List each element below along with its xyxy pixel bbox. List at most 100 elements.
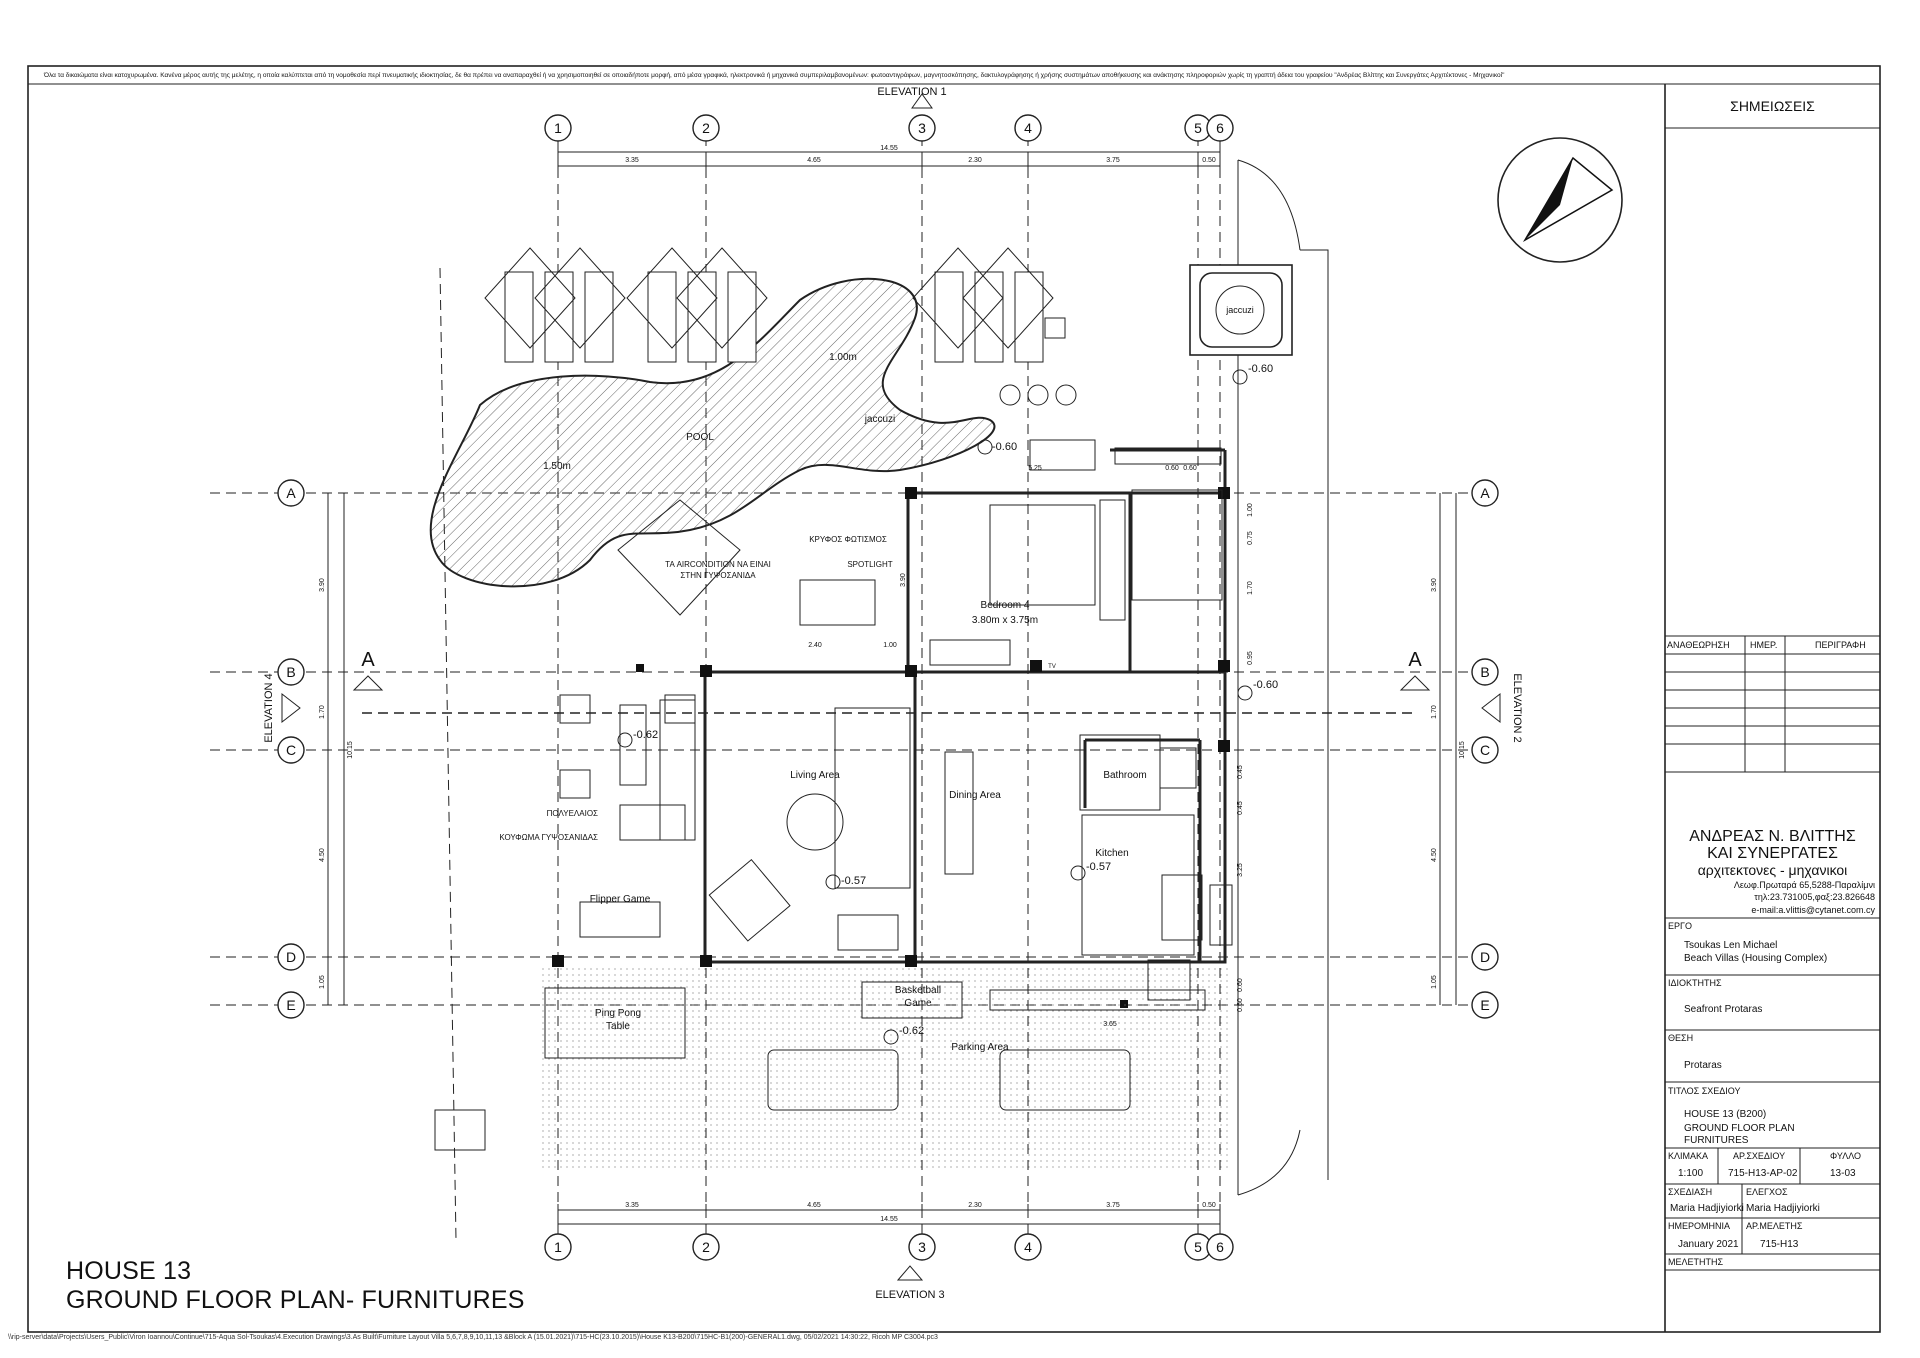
svg-text:3.90: 3.90	[1431, 578, 1438, 592]
svg-text:3.90: 3.90	[319, 578, 326, 592]
svg-text:1.05: 1.05	[319, 975, 326, 989]
svg-text:2.30: 2.30	[968, 157, 982, 164]
svg-text:3.35: 3.35	[625, 157, 639, 164]
ping-pong-label: Ping Pong	[595, 1008, 641, 1019]
grid-label: 5	[1194, 1239, 1202, 1255]
grid-label: C	[286, 742, 296, 758]
project-value: Tsoukas Len Michael	[1684, 940, 1778, 951]
svg-text:-0.62: -0.62	[633, 729, 658, 741]
drawn-by-label: ΣΧΕΔΙΑΣΗ	[1668, 1187, 1713, 1197]
grid-label: B	[286, 664, 295, 680]
sheet-frame	[27, 65, 1881, 1333]
sun-loungers	[484, 247, 1066, 616]
location-label: ΘΕΣΗ	[1668, 1033, 1694, 1043]
svg-text:2.30: 2.30	[968, 1202, 982, 1209]
dim-text-right: 3.90 1.70 4.50 1.05 10.15	[1431, 578, 1466, 989]
revision-col: ΗΜΕΡ.	[1750, 640, 1778, 650]
firm-phone: τηλ:23.731005,φαξ:23.826648	[1754, 892, 1875, 902]
hidden-lighting-note: ΚΡΥΦΟΣ ΦΩΤΙΣΜΟΣ	[809, 535, 887, 544]
svg-text:14.55: 14.55	[880, 145, 898, 152]
elevation-2-label: ELEVATION 2	[1511, 673, 1523, 742]
room-labels: POOL 1.00m 1.50m jaccuzi jaccuzi Bedroom…	[543, 305, 1254, 1053]
svg-text:0.60: 0.60	[1165, 465, 1179, 472]
gypsum-note: ΚΟΥΦΩΜΑ ΓΥΨΟΣΑΝΙΔΑΣ	[499, 833, 598, 842]
grid-label: 4	[1024, 120, 1032, 136]
basketball-label: Basketball	[895, 985, 941, 996]
owner-label: ΙΔΙΟΚΤΗΤΗΣ	[1668, 978, 1722, 988]
sheet-label: ΦΥΛΛΟ	[1830, 1151, 1862, 1161]
svg-text:-0.60: -0.60	[992, 441, 1017, 453]
svg-text:3.35: 3.35	[625, 1202, 639, 1209]
grid-label: A	[286, 485, 296, 501]
svg-text:0.60: 0.60	[1183, 465, 1197, 472]
location-value: Protaras	[1684, 1060, 1722, 1071]
section-mark-left: A	[361, 649, 375, 671]
grid-label: 6	[1216, 1239, 1224, 1255]
svg-text:10.15: 10.15	[347, 741, 354, 759]
walls	[703, 448, 1227, 964]
jacuzzi-label: jaccuzi	[1225, 305, 1254, 315]
firm-address: Λεωφ.Πρωταρά 65,5288-Παραλίμνι	[1733, 880, 1875, 890]
grid-label: E	[1480, 997, 1489, 1013]
dimension-right	[1439, 493, 1457, 1005]
spotlight-note: SPOTLIGHT	[847, 560, 892, 569]
grid-label: 3	[918, 120, 926, 136]
bedroom-size: 3.80m x 3.75m	[972, 615, 1038, 626]
chandelier-note: ΠΟΛΥΕΛΑΙΟΣ	[547, 809, 598, 818]
svg-text:10.15: 10.15	[1459, 741, 1466, 759]
grid-bubble-4	[1014, 114, 1042, 142]
pool-shape	[429, 277, 996, 588]
firm-name: ΚΑΙ ΣΥΝΕΡΓΑΤΕΣ	[1707, 845, 1838, 862]
date-value: January 2021	[1678, 1239, 1739, 1250]
project-label: ΕΡΓΟ	[1668, 921, 1692, 931]
pool-depth-label: 1.00m	[829, 352, 857, 363]
grid-label: D	[286, 949, 296, 965]
dining-area-label: Dining Area	[949, 790, 1001, 801]
dim-text-stair: 1.00 0.75 1.70 0.95 0.45 0.45	[1237, 503, 1254, 815]
svg-text:1.70: 1.70	[1247, 581, 1254, 595]
dim-text-misc: 2.40 1.00 3.90 5.25 0.60 0.60 3.65	[808, 465, 1197, 1028]
svg-text:0.60: 0.60	[1237, 998, 1244, 1012]
svg-text:-0.60: -0.60	[1248, 363, 1273, 375]
annotations: ΚΡΥΦΟΣ ΦΩΤΙΣΜΟΣ ΤΑ AIRCONDITION ΝΑ ΕΙΝΑΙ…	[499, 535, 892, 842]
svg-text:3.90: 3.90	[900, 573, 907, 587]
checked-by-value: Maria Hadjiyiorki	[1746, 1203, 1820, 1214]
grid-label: 2	[702, 1239, 710, 1255]
grid-label: 5	[1194, 120, 1202, 136]
dim-text-bottom: 3.35 4.65 2.30 3.75 0.50 14.55	[625, 1202, 1216, 1223]
grid-bubbles-right: A B C D E	[1471, 479, 1499, 1019]
kitchen-label: Kitchen	[1095, 848, 1128, 859]
dimension-top	[557, 146, 1221, 172]
grid-bubble-2	[692, 114, 720, 142]
elevation-4-label: ELEVATION 4	[263, 673, 275, 742]
notes-header: ΣΗΜΕΙΩΣΕΙΣ	[1730, 98, 1815, 114]
drawing-no-label: ΑΡ.ΣΧΕΔΙΟΥ	[1733, 1151, 1786, 1161]
bedroom-name: Bedroom 4	[981, 600, 1030, 611]
grid-label: E	[286, 997, 295, 1013]
grid-label: 6	[1216, 120, 1224, 136]
flipper-label: Flipper Game	[590, 894, 651, 905]
grid-label: 4	[1024, 1239, 1032, 1255]
dimension-left	[327, 493, 345, 1005]
dim-text-kitchen: 3.25 0.60 0.60	[1237, 863, 1244, 1012]
grid-label: C	[1480, 742, 1490, 758]
sheet-value: 13-03	[1830, 1168, 1856, 1179]
grid-label: 3	[918, 1239, 926, 1255]
level-markers: -0.60 -0.60 -0.60 -0.62 -0.57 -0.57 -0.6…	[617, 363, 1278, 1045]
svg-text:1.00: 1.00	[1247, 503, 1254, 517]
elevation-1-label: ELEVATION 1	[877, 86, 946, 98]
drawing-title-value: HOUSE 13 (B200)	[1684, 1109, 1767, 1120]
grid-bubbles-top: 1 2 3 4 5 6	[544, 114, 1234, 142]
svg-text:1.70: 1.70	[1431, 705, 1438, 719]
svg-text:0.60: 0.60	[1237, 978, 1244, 992]
svg-text:-0.62: -0.62	[899, 1025, 924, 1037]
elevation-3-label: ELEVATION 3	[875, 1289, 944, 1301]
parking-paving	[540, 968, 1230, 1168]
pool-label: POOL	[686, 432, 714, 443]
svg-text:4.50: 4.50	[319, 848, 326, 862]
ping-pong-label: Table	[606, 1021, 630, 1032]
checked-by-label: ΕΛΕΓΧΟΣ	[1746, 1187, 1788, 1197]
svg-text:1.70: 1.70	[319, 705, 326, 719]
drawn-by-value: Maria Hadjiyiorki	[1670, 1203, 1744, 1214]
aircon-note: ΤΑ AIRCONDITION ΝΑ ΕΙΝΑΙ	[665, 560, 771, 569]
